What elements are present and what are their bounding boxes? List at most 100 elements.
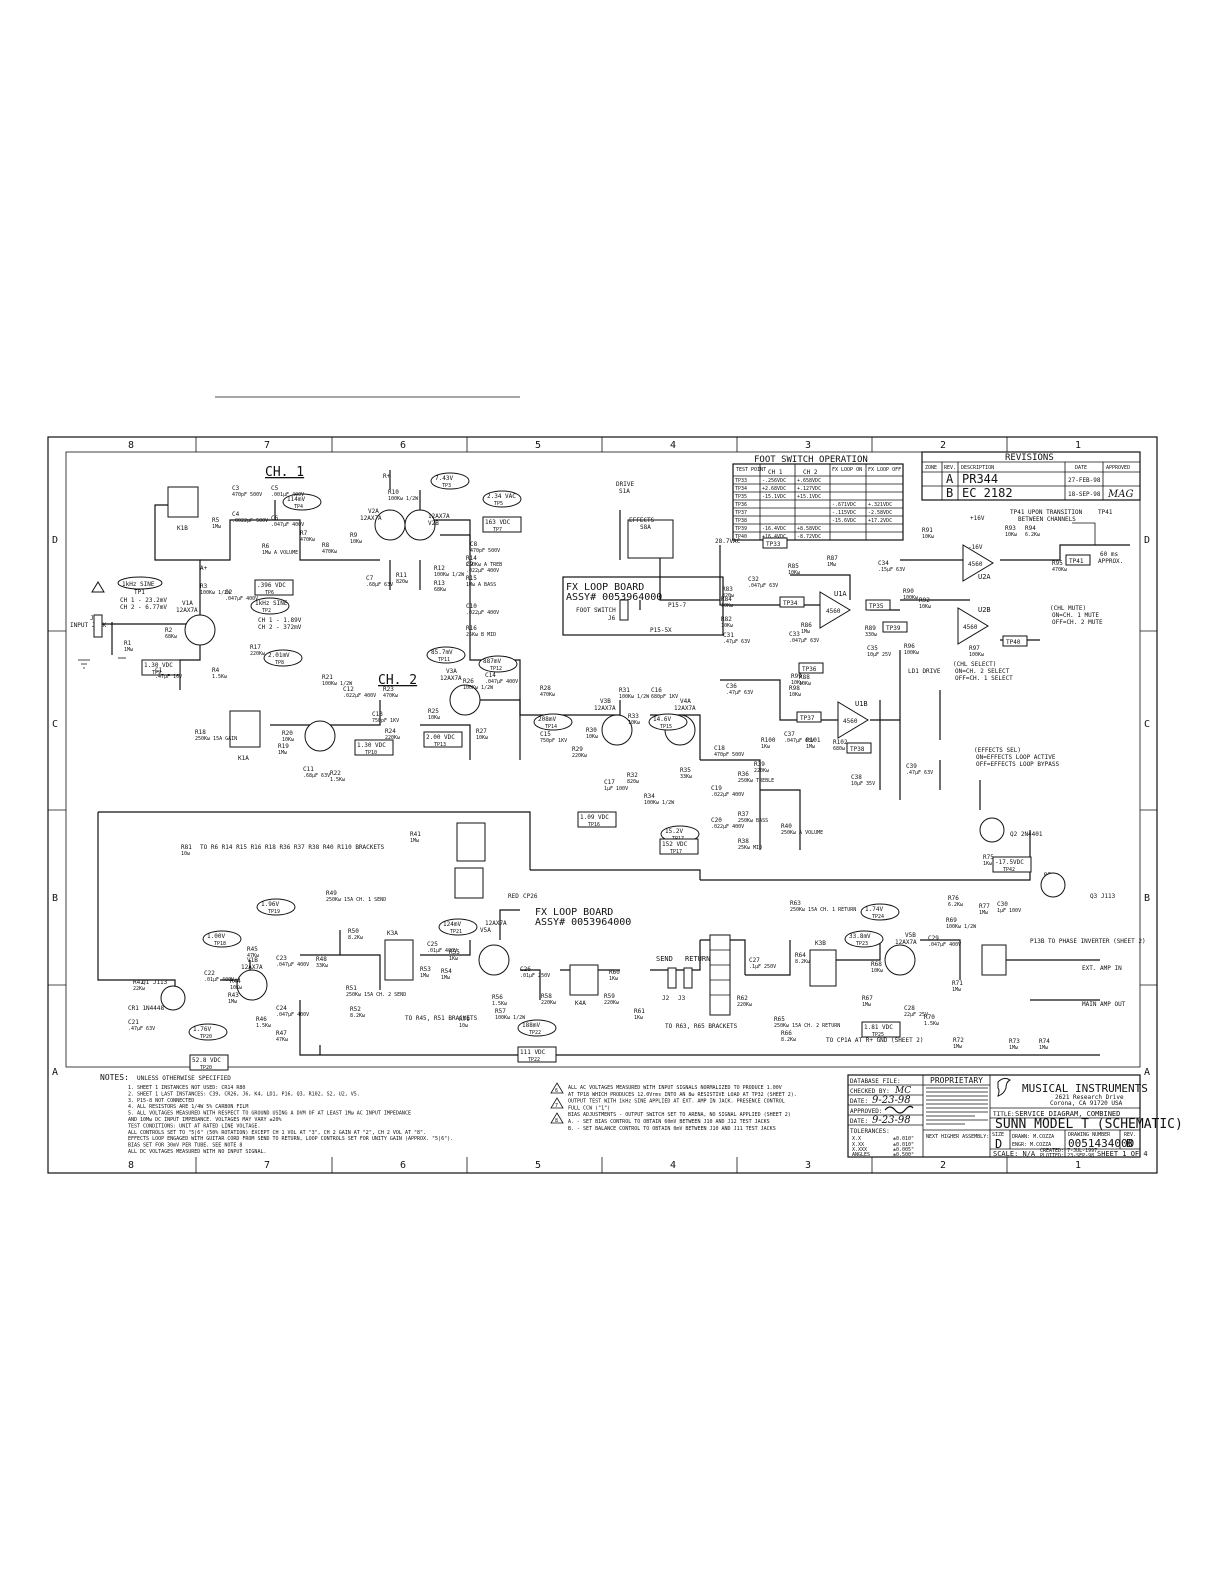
foot-switch-cell: TP33 <box>735 478 747 484</box>
capacitor-c33: C33.047µF 63V <box>789 631 819 644</box>
component-value: 25Kω B MID <box>466 632 496 638</box>
tube-v2b: 12AX7A V2B <box>404 509 450 541</box>
svg-text:DRAWING NUMBER: DRAWING NUMBER <box>1068 1132 1111 1138</box>
component-ref: R97 <box>969 645 980 652</box>
svg-text:UNLESS OTHERWISE SPECIFIED: UNLESS OTHERWISE SPECIFIED <box>137 1075 231 1082</box>
svg-text:SCALE: N/A: SCALE: N/A <box>993 1150 1036 1158</box>
component-value: 10µF 25V <box>867 652 891 658</box>
svg-text:REV.: REV. <box>1124 1132 1136 1138</box>
component-ref: R38 <box>738 838 749 845</box>
component-ref: R77 <box>979 903 990 910</box>
svg-text:PROPRIETARY: PROPRIETARY <box>930 1076 983 1085</box>
component-value: 100Kω 1/2W <box>388 496 419 502</box>
tube-v2a: V2A 12AX7A <box>360 508 406 541</box>
fx-connector: J2 J3 SEND RETURN <box>656 934 731 1016</box>
component-ref: R3 <box>200 583 208 590</box>
component-value: .047µF 400V <box>928 942 961 948</box>
svg-text:V2B: V2B <box>428 520 439 527</box>
capacitor-c14: C14.047µF 400V <box>485 672 518 685</box>
svg-text:8: 8 <box>555 1118 558 1124</box>
component-value: 470pF 500V <box>232 492 262 498</box>
test-point-id: TP42 <box>1003 867 1015 873</box>
component-ref: C26 <box>520 966 531 973</box>
svg-text:S8A: S8A <box>640 524 651 531</box>
test-point-id: TP22 <box>528 1057 540 1063</box>
op-amp-u2b: 4560 U2B <box>957 606 991 645</box>
component-value: 10Kω <box>799 681 811 687</box>
component-value: 1Mω A BASS <box>466 582 496 588</box>
component-value: 100Kω 1/2W <box>644 800 675 806</box>
outer-border <box>47 436 1158 1174</box>
component-value: 10ω <box>459 1023 468 1029</box>
foot-switch-cell: -16.4VDC <box>762 526 786 532</box>
test-point-value: 188mV <box>522 1022 540 1029</box>
component-ref: R41 <box>410 831 421 838</box>
svg-text:28.7VAC: 28.7VAC <box>715 538 741 545</box>
component-ref: R73 <box>1009 1038 1020 1045</box>
svg-text:A: A <box>946 472 954 486</box>
component-ref: R60 <box>609 969 620 976</box>
component-value: 1Mω <box>979 910 988 916</box>
test-point-id: TP20 <box>200 1034 212 1040</box>
component-ref: R63 <box>790 900 801 907</box>
component-value: 470Kω <box>322 549 337 555</box>
component-ref: C34 <box>878 560 889 567</box>
note-line: 2. SHEET 1 LAST INSTANCES: C39, CR26, J6… <box>128 1091 360 1097</box>
note-marker-6 <box>550 1082 564 1094</box>
capacitor-c6: C6.047µF 400V <box>271 515 304 528</box>
test-point-value: 114mV <box>287 496 305 503</box>
capacitor-c22: C22.01µF 400V <box>204 970 234 983</box>
component-ref: R6 <box>262 543 270 550</box>
transistor-q1 <box>160 985 186 1011</box>
component-ref: C6 <box>271 515 279 522</box>
component-ref: R17 <box>250 644 261 651</box>
component-ref: R26 <box>463 678 474 685</box>
test-point-value: 1.09 VDC <box>580 814 609 821</box>
component-ref: C38 <box>851 774 862 781</box>
component-ref: R30 <box>586 727 597 734</box>
capacitor-c34: C34.15µF 63V <box>878 560 905 573</box>
test-point-value: 2.01mV <box>268 652 290 659</box>
svg-text:K3A: K3A <box>387 930 398 937</box>
component-value: .047µF 63V <box>784 738 814 744</box>
component-value: .68µF 63V <box>303 773 330 779</box>
component-ref: R20 <box>282 730 293 737</box>
capacitor-c26: C26.01µF 250V <box>520 966 550 979</box>
svg-text:TP41: TP41 <box>1098 509 1113 516</box>
component-ref: C16 <box>651 687 662 694</box>
component-value: 10Kω <box>791 680 803 686</box>
component-ref: R75 <box>983 854 994 861</box>
svg-text:ZONE: ZONE <box>925 465 937 471</box>
component-ref: C14 <box>485 672 496 679</box>
capacitor-c36: C36.47µF 63V <box>726 683 753 696</box>
svg-text:TP40: TP40 <box>1006 639 1021 646</box>
svg-text:U1B: U1B <box>855 700 868 708</box>
component-ref: R82 <box>721 616 732 623</box>
test-point-value: 85.7mV <box>431 649 453 656</box>
svg-text:Corona, CA 91720 USA: Corona, CA 91720 USA <box>1050 1100 1123 1107</box>
component-ref: R35 <box>680 767 691 774</box>
svg-text:60 ms: 60 ms <box>1100 551 1118 558</box>
component-ref: R83 <box>722 586 733 593</box>
component-value: .047µF 400V <box>271 522 304 528</box>
component-value: 220Kω <box>754 768 769 774</box>
component-ref: R36 <box>738 771 749 778</box>
test-point-value: -17.5VDC <box>995 859 1024 866</box>
